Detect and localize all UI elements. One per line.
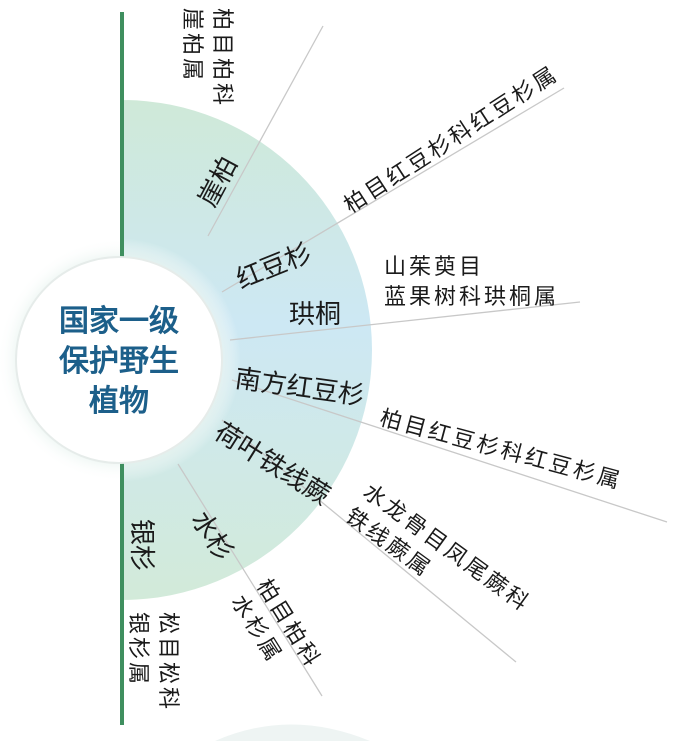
ray-heyetiexianjue bbox=[221, 419, 517, 663]
ray-nanfanghongdoushan bbox=[231, 379, 668, 523]
rays bbox=[177, 25, 668, 697]
taxonomy-gongtong-line-2: 蓝果树科珙桐属 bbox=[384, 285, 560, 310]
taxonomy-yabai-line-2: 崖柏属 bbox=[179, 8, 204, 84]
center-circle bbox=[15, 256, 223, 464]
taxonomy-yinshan-line-1: 松目松科 bbox=[155, 612, 180, 713]
center-title-line-2: 保护野生 bbox=[59, 344, 179, 379]
center-title-line-3: 植物 bbox=[89, 384, 149, 419]
taxonomy-yabai: 柏目柏科 崖柏属 bbox=[176, 8, 236, 108]
taxonomy-yabai-line-1: 柏目柏科 bbox=[209, 8, 234, 109]
taxonomy-gongtong: 山茱萸目 蓝果树科珙桐属 bbox=[384, 253, 559, 313]
ray-yabai bbox=[207, 25, 324, 237]
center-title-line-1: 国家一级 bbox=[59, 304, 179, 339]
taxonomy-yinshan-line-2: 银杉属 bbox=[125, 612, 150, 688]
bottom-arc bbox=[215, 724, 370, 741]
center-title: 国家一级 保护野生 植物 bbox=[14, 262, 224, 462]
species-name-gongtong: 珙桐 bbox=[289, 300, 342, 330]
species-name-yinshan: 银杉 bbox=[126, 519, 156, 572]
taxonomy-yinshan: 松目松科 银杉属 bbox=[122, 612, 182, 712]
taxonomy-gongtong-line-1: 山茱萸目 bbox=[384, 255, 485, 280]
ray-hongdoushan bbox=[221, 87, 565, 293]
ray-gongtong bbox=[229, 301, 581, 341]
ray-shuishan bbox=[177, 463, 323, 697]
